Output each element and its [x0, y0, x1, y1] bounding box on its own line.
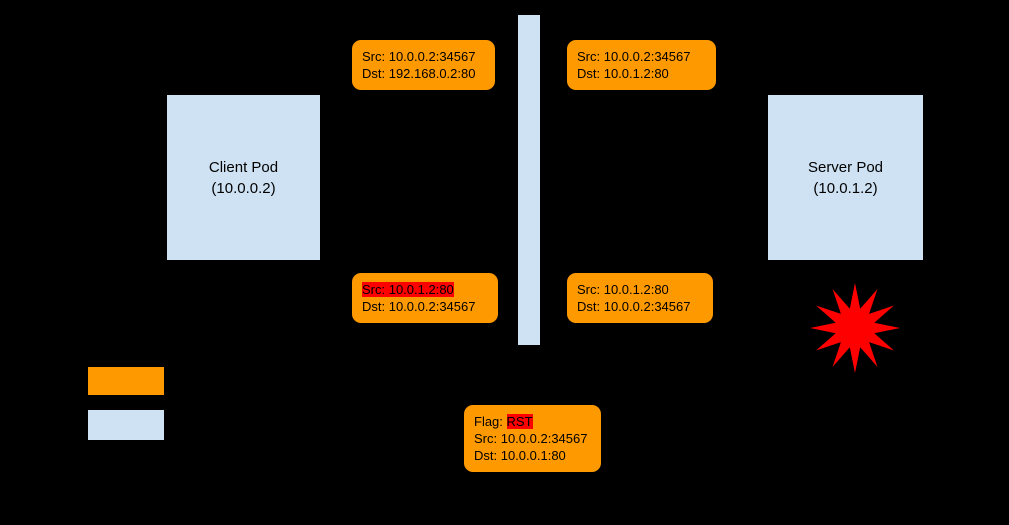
client-pod-box: Client Pod (10.0.0.2): [167, 95, 320, 260]
client-pod-ip: (10.0.0.2): [211, 179, 276, 197]
packet-dst: Dst: 10.0.0.1:80: [474, 448, 566, 463]
server-pod-ip: (10.0.1.2): [813, 179, 878, 197]
flag-label: Flag:: [474, 414, 507, 429]
server-pod-title: Server Pod: [807, 158, 884, 176]
packet-label-request-server-side: Src: 10.0.0.2:34567 Dst: 10.0.1.2:80: [567, 40, 716, 90]
explosion-icon: [810, 283, 900, 373]
legend-pod-swatch: [88, 410, 164, 440]
client-pod-title: Client Pod: [208, 158, 279, 176]
packet-label-reply-client-side: Src: 10.0.1.2:80 Dst: 10.0.0.2:34567: [352, 273, 498, 323]
packet-src: Src: 10.0.0.2:34567: [474, 431, 588, 446]
nat-boundary-bar: [518, 15, 540, 345]
packet-src-line: Src: 10.0.1.2:80: [362, 281, 488, 298]
packet-src: Src: 10.0.0.2:34567: [362, 49, 476, 64]
packet-label-request-client-side: Src: 10.0.0.2:34567 Dst: 192.168.0.2:80: [352, 40, 495, 90]
packet-dst: Dst: 10.0.1.2:80: [577, 66, 669, 81]
flag-value-highlight: RST: [506, 414, 533, 429]
packet-label-rst: Flag: RST Src: 10.0.0.2:34567 Dst: 10.0.…: [464, 405, 601, 472]
packet-dst: Dst: 10.0.0.2:34567: [577, 299, 691, 314]
server-pod-box: Server Pod (10.0.1.2): [768, 95, 923, 260]
packet-flag-line: Flag: RST: [474, 413, 591, 430]
packet-dst: Dst: 10.0.0.2:34567: [362, 299, 476, 314]
packet-src-highlight: Src: 10.0.1.2:80: [362, 282, 454, 297]
packet-label-reply-server-side: Src: 10.0.1.2:80 Dst: 10.0.0.2:34567: [567, 273, 713, 323]
packet-src: Src: 10.0.0.2:34567: [577, 49, 691, 64]
legend-packet-swatch: [88, 367, 164, 395]
packet-dst: Dst: 192.168.0.2:80: [362, 66, 476, 81]
packet-src: Src: 10.0.1.2:80: [577, 282, 669, 297]
